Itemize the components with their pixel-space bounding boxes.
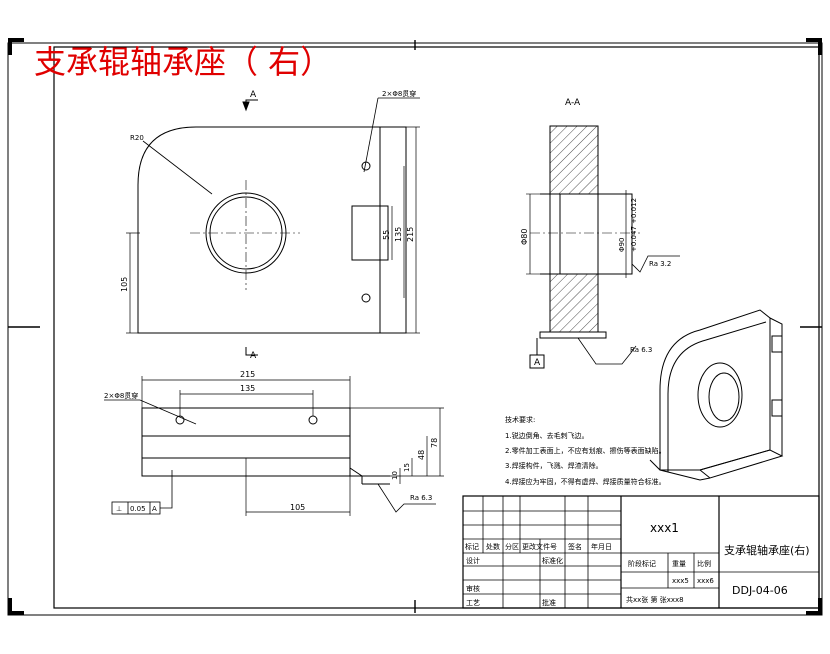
- tech-notes-heading: 技术要求:: [505, 415, 535, 424]
- section-mark-bottom: A: [250, 351, 257, 361]
- tb-part-name: 支承辊轴承座(右): [724, 543, 810, 557]
- tolerance-value: 0.05: [130, 505, 146, 513]
- dim-78: 78: [430, 438, 439, 448]
- roughness-ra63-section: Ra 6.3: [630, 346, 652, 354]
- dim-105-front: 105: [120, 277, 129, 292]
- tech-note-line: 2.零件加工表面上，不应有划痕、擦伤等表面缺陷。: [505, 446, 666, 455]
- top-roughness: [377, 483, 436, 513]
- corner-marks: [8, 38, 822, 615]
- datum-a: [529, 338, 545, 369]
- overlay-title: 支承辊轴承座（ 右）: [34, 43, 332, 81]
- section-mark-top: A: [250, 90, 257, 100]
- roughness-ra63-top: Ra 6.3: [410, 494, 432, 502]
- front-hole-note: 2×Φ8贯穿: [382, 89, 416, 98]
- front-view: [137, 126, 407, 334]
- tb-approve-label: 批准: [542, 598, 556, 607]
- tb-company: xxx1: [650, 521, 679, 535]
- tolerance-datum: A: [152, 505, 157, 513]
- dim-15: 15: [403, 463, 411, 472]
- tolerance-frame: [111, 470, 173, 515]
- top-dimensions: [141, 376, 444, 516]
- front-dimensions: [126, 126, 420, 334]
- section-roughness-1: [631, 255, 680, 273]
- top-view: [141, 407, 390, 485]
- dim-d90: Φ90: [618, 238, 626, 252]
- tb-row-process: 工艺: [466, 599, 480, 607]
- dim-215-top: 215: [240, 370, 255, 379]
- dim-135-front: 135: [394, 227, 403, 242]
- dim-135-top: 135: [240, 384, 255, 393]
- front-leaders: [142, 97, 420, 195]
- top-leader: [104, 399, 197, 425]
- dim-48: 48: [417, 450, 426, 460]
- dim-215-front: 215: [406, 227, 415, 242]
- top-hole-note: 2×Φ8贯穿: [104, 391, 138, 400]
- section-view: [526, 125, 640, 339]
- tb-weight-label: 重量: [672, 560, 686, 568]
- dim-10: 10: [391, 471, 399, 480]
- tb-header-sign: 签名: [568, 542, 582, 551]
- section-roughness-2: [577, 337, 637, 365]
- isometric-part: [649, 309, 784, 481]
- tb-row-design: 设计: [466, 556, 480, 565]
- roughness-ra32: Ra 3.2: [649, 260, 671, 268]
- tb-stage-label: 阶段标记: [628, 559, 656, 568]
- tb-drawing-no: DDJ-04-06: [732, 584, 788, 597]
- tb-header-date: 年月日: [591, 542, 612, 551]
- dim-55-front: 55: [382, 230, 391, 240]
- section-title: A-A: [565, 98, 581, 108]
- tb-scale-value: xxx6: [697, 577, 714, 585]
- datum-a-label: A: [534, 358, 541, 368]
- tech-note-line: 3.焊接构件，飞溅、焊渣清除。: [505, 461, 603, 470]
- tb-header-mark: 标记: [465, 542, 479, 551]
- tech-note-line: 1.锐边倒角、去毛刺飞边。: [505, 431, 589, 440]
- tb-sheets: 共xx张 第 张xxx8: [626, 595, 684, 604]
- section-arrow-top: [242, 99, 258, 112]
- title-block: [462, 495, 820, 609]
- center-marks: [8, 40, 822, 613]
- tb-scale-label: 比例: [697, 559, 711, 568]
- dim-d80: Φ80: [520, 229, 529, 245]
- tb-header-doc: 更改文件号: [522, 542, 557, 551]
- tb-header-zone: 分区: [505, 542, 519, 551]
- title-block-text: 标记 处数 分区 更改文件号 签名 年月日 设计 审核 工艺 标准化 批准 xx…: [465, 521, 810, 607]
- tb-weight-value: xxx5: [672, 577, 689, 585]
- section-arrow-bottom: [245, 347, 258, 356]
- tb-row-review: 审核: [466, 584, 480, 593]
- dim-105-top: 105: [290, 503, 305, 512]
- tech-note-line: 4.焊接应为牢固，不得有虚焊、焊接质量符合标准。: [505, 477, 666, 486]
- dim-tolerance: +0.047 +0.012: [630, 198, 638, 252]
- tolerance-symbol: ⊥: [116, 505, 122, 513]
- tb-header-count: 处数: [486, 542, 500, 551]
- tech-notes: 技术要求: 1.锐边倒角、去毛刺飞边。 2.零件加工表面上，不应有划痕、擦伤等表…: [505, 415, 666, 486]
- tb-std-label: 标准化: [542, 556, 563, 565]
- radius-label: R20: [130, 134, 144, 142]
